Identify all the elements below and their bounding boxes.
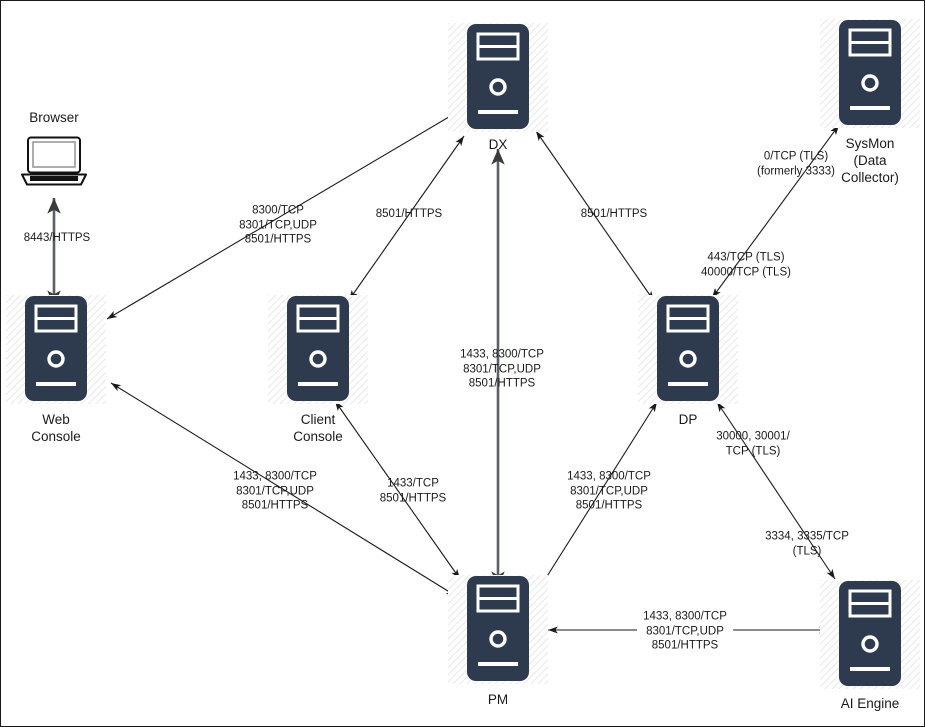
node-client-console[interactable] [268,295,368,411]
server-icon [268,295,368,404]
server-icon [448,23,548,132]
node-ai-engine[interactable] [820,580,920,696]
edge-dx-dp [535,130,655,302]
node-browser[interactable] [18,135,90,194]
node-label-sysmon: SysMon (Data Collector) [841,136,899,185]
node-web-console[interactable] [6,295,106,411]
server-icon [820,580,920,689]
node-label-dp: DP [678,412,698,427]
node-pm[interactable] [448,575,548,691]
node-label-ai-engine: AI Engine [840,696,900,711]
laptop-icon [21,136,87,186]
node-label-browser: Browser [29,110,79,125]
edge-client-console-pm [334,400,461,580]
edge-web-console-dx [106,110,460,320]
node-label-dx: DX [488,137,508,152]
server-icon [6,295,106,404]
edge-web-console-pm [110,382,457,597]
edge-dp-sysmon [711,124,840,299]
node-label-web-console: Web Console [31,412,81,444]
server-icon [638,295,738,404]
edge-client-console-dx [348,135,465,301]
node-dx[interactable] [448,23,548,139]
server-icon [820,19,920,128]
node-sysmon[interactable] [820,19,920,135]
edge-dp-pm [538,401,658,590]
node-label-pm: PM [487,692,509,707]
node-label-client-console: Client Console [293,412,343,444]
server-icon [448,575,548,684]
node-dp[interactable] [638,295,738,411]
edge-dp-ai-engine [716,401,836,580]
